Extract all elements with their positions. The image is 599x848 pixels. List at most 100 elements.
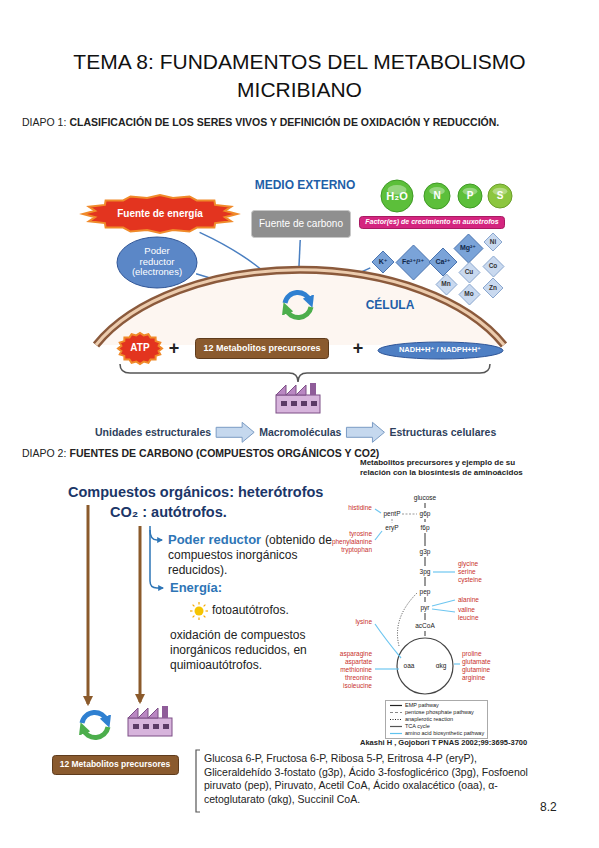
legend-row: EMP pathway [389, 702, 484, 709]
ion-diamond: Fe²⁺/³⁺ [395, 244, 432, 281]
ion-diamond: Ca²⁺ [428, 247, 458, 277]
node-text: P [466, 190, 474, 202]
block-arrow [216, 422, 254, 442]
text-paragraph: Poder reductor(obtenido de compuestos in… [168, 532, 333, 578]
cycle-icon [285, 292, 311, 317]
node-text: S [496, 190, 504, 202]
node-text: K⁺ [378, 258, 388, 266]
legend-row: TCA cycle [389, 723, 484, 730]
legend-row: amino acid biosynthetic pathway [389, 730, 484, 737]
text-paragraph: DIAPO 1:CLASIFICACIÓN DE LOS SERES VIVOS… [22, 115, 572, 129]
node-text: ATP [130, 342, 151, 354]
growth-factor-band: Factor(es) de crecimiento en auxotrofos [359, 216, 505, 229]
atp-burst: ATP [117, 332, 163, 365]
slide-heading: FUENTES DE CARBONO (COMPUESTOS ORGÁNICOS… [70, 447, 380, 459]
node-text: Ni [489, 238, 497, 245]
legend-box: EMP pathwaypentose phosphate pathwayanap… [385, 700, 488, 739]
ion-diamond: Co [482, 255, 505, 278]
node-text: H₂O [386, 190, 409, 203]
legend-swatch [389, 709, 403, 716]
energy-source-burst: Fuente de energía [82, 194, 238, 234]
bracket-line [150, 526, 163, 588]
region-label: MEDIO EXTERNO [255, 178, 356, 192]
legend-text: anaplerotic reaction [405, 716, 453, 722]
pathway-label: serine [458, 568, 476, 576]
flow-step: Estructuras celulares [389, 426, 496, 439]
precursor-box: 12 Metabolitos precursores [195, 338, 329, 359]
element-circle: S [487, 183, 513, 209]
term-heading: Poder reductor [168, 532, 261, 547]
node-text: N [433, 190, 442, 202]
pathway-label: αkg [436, 662, 447, 670]
legend-row: pentose phosphate pathway [389, 709, 484, 716]
ion-diamond: Mg²⁺ [453, 233, 484, 264]
sun-icon [190, 602, 208, 620]
brace [120, 364, 490, 382]
term-text: oxidación de compuestos inorgánicos redu… [170, 628, 330, 673]
pathway-label: isoleucine [343, 682, 372, 690]
page-title: TEMA 8: FUNDAMENTOS DEL METABOLISMO MICR… [50, 48, 549, 104]
node-text: Mg²⁺ [459, 244, 477, 252]
ion-diamond: Ni [483, 232, 503, 252]
pathway-label: g3p [420, 548, 431, 556]
node-text: Co [488, 262, 498, 269]
list-bracket [196, 750, 200, 812]
pathway-label: acCoA [415, 622, 435, 630]
carbon-source-box: Fuente de carbono [251, 210, 351, 238]
node-text: Factor(es) de crecimiento en auxotrofos [365, 218, 500, 226]
slide-label: DIAPO 1: [22, 116, 66, 128]
legend-swatch [389, 702, 403, 709]
factory-icon [276, 383, 320, 413]
pathway-label: tryptophan [341, 546, 372, 554]
cycle-icon [82, 712, 108, 737]
pathway-label: cysteine [458, 576, 482, 584]
pathway-label: pentP [384, 510, 401, 518]
legend-text: pentose phosphate pathway [405, 709, 474, 715]
node-text: 12 Metabolitos precursores [203, 343, 322, 353]
pathway-label: g6p [420, 510, 431, 518]
slide-label: DIAPO 2: [22, 447, 66, 459]
element-circle: H₂O [380, 179, 414, 213]
legend-text: amino acid biosynthetic pathway [405, 730, 484, 736]
pathway-label: 3pg [420, 568, 431, 576]
term-heading: Energía: [170, 580, 222, 596]
cofactor-ellipse: NADH+H⁺ / NADPH+H⁺ [377, 341, 504, 360]
pathway-label: glycine [458, 560, 478, 568]
precursor-box: 12 Metabolitos precursores [52, 755, 179, 775]
citation: Akashi H , Gojobori T PNAS 2002;99:3695-… [360, 738, 527, 747]
legend-swatch [389, 723, 403, 730]
node-text: Fe²⁺/³⁺ [401, 258, 425, 266]
node-text: Cu [464, 268, 474, 275]
pathway-label: eryP [385, 524, 398, 532]
pathway-label: oaa [404, 662, 415, 670]
legend-text: EMP pathway [405, 702, 439, 708]
legend-text: TCA cycle [405, 723, 430, 729]
pathway-label: glutamine [462, 666, 490, 674]
ion-diamond: Mo [458, 283, 481, 306]
ion-diamond: Cu [458, 261, 481, 284]
pathway-lines [375, 503, 460, 694]
text-paragraph: DIAPO 2: FUENTES DE CARBONO (COMPUESTOS O… [22, 446, 572, 460]
pathway-label: f6p [420, 524, 429, 532]
pathway-label: phenylalanine [332, 538, 372, 546]
reducing-power-ellipse: Poder reductor (electrones) [116, 236, 198, 289]
legend-row: anaplerotic reaction [389, 716, 484, 723]
node-text: Mo [464, 290, 475, 297]
ion-diamond: Zn [482, 277, 504, 299]
pathway-label: pep [420, 588, 431, 596]
carbon-source-label: CO₂ : autótrofos. [110, 504, 227, 521]
term-text: fotoautótrofos. [212, 603, 289, 617]
brown-arrow [87, 505, 90, 704]
element-circle: P [457, 183, 483, 209]
plus-sign: + [353, 338, 364, 360]
pathway-label: glutamate [462, 658, 491, 666]
pathway-label: proline [462, 650, 482, 658]
pathway-label: pyr [420, 604, 429, 612]
region-label: CÉLULA [366, 298, 415, 312]
pathway-label: glucose [414, 494, 436, 502]
pathway-label: histidine [348, 504, 372, 512]
figure-heading: Metabolitos precursores y ejemplo de su … [360, 458, 530, 478]
pathway-label: arginine [462, 674, 485, 682]
node-text: Fuente de energía [117, 208, 204, 220]
legend-swatch [389, 730, 403, 737]
